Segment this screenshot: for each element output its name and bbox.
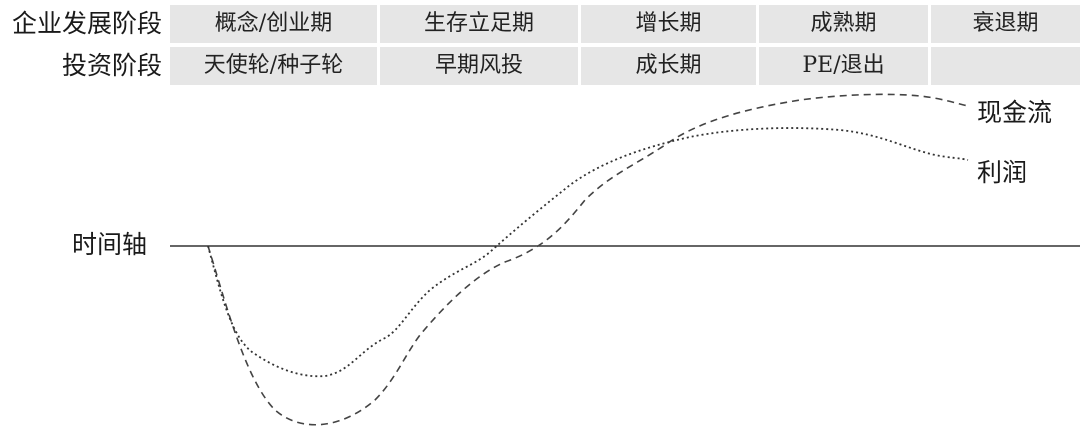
- stage-cell-mature: 成熟期: [759, 5, 928, 43]
- invest-cell-empty: [931, 47, 1080, 85]
- row-label-enterprise-stage: 企业发展阶段: [11, 9, 162, 38]
- invest-cell-growth: 成长期: [581, 47, 756, 85]
- stage-cell-decline: 衰退期: [931, 5, 1080, 43]
- profit-curve: [207, 127, 969, 378]
- cash-flow-curve: [207, 93, 969, 426]
- invest-cell-pe-exit: PE/退出: [759, 47, 928, 85]
- row-label-investment-stage: 投资阶段: [61, 51, 162, 80]
- stage-cell-growth: 增长期: [581, 5, 756, 43]
- invest-cell-early-vc: 早期风投: [380, 47, 578, 85]
- invest-cell-angel: 天使轮/种子轮: [170, 47, 377, 85]
- cash-flow-label: 现金流: [977, 98, 1053, 127]
- stage-cell-concept: 概念/创业期: [170, 5, 377, 43]
- profit-label: 利润: [977, 158, 1028, 187]
- stage-cell-survival: 生存立足期: [380, 5, 578, 43]
- time-axis-label: 时间轴: [72, 230, 148, 259]
